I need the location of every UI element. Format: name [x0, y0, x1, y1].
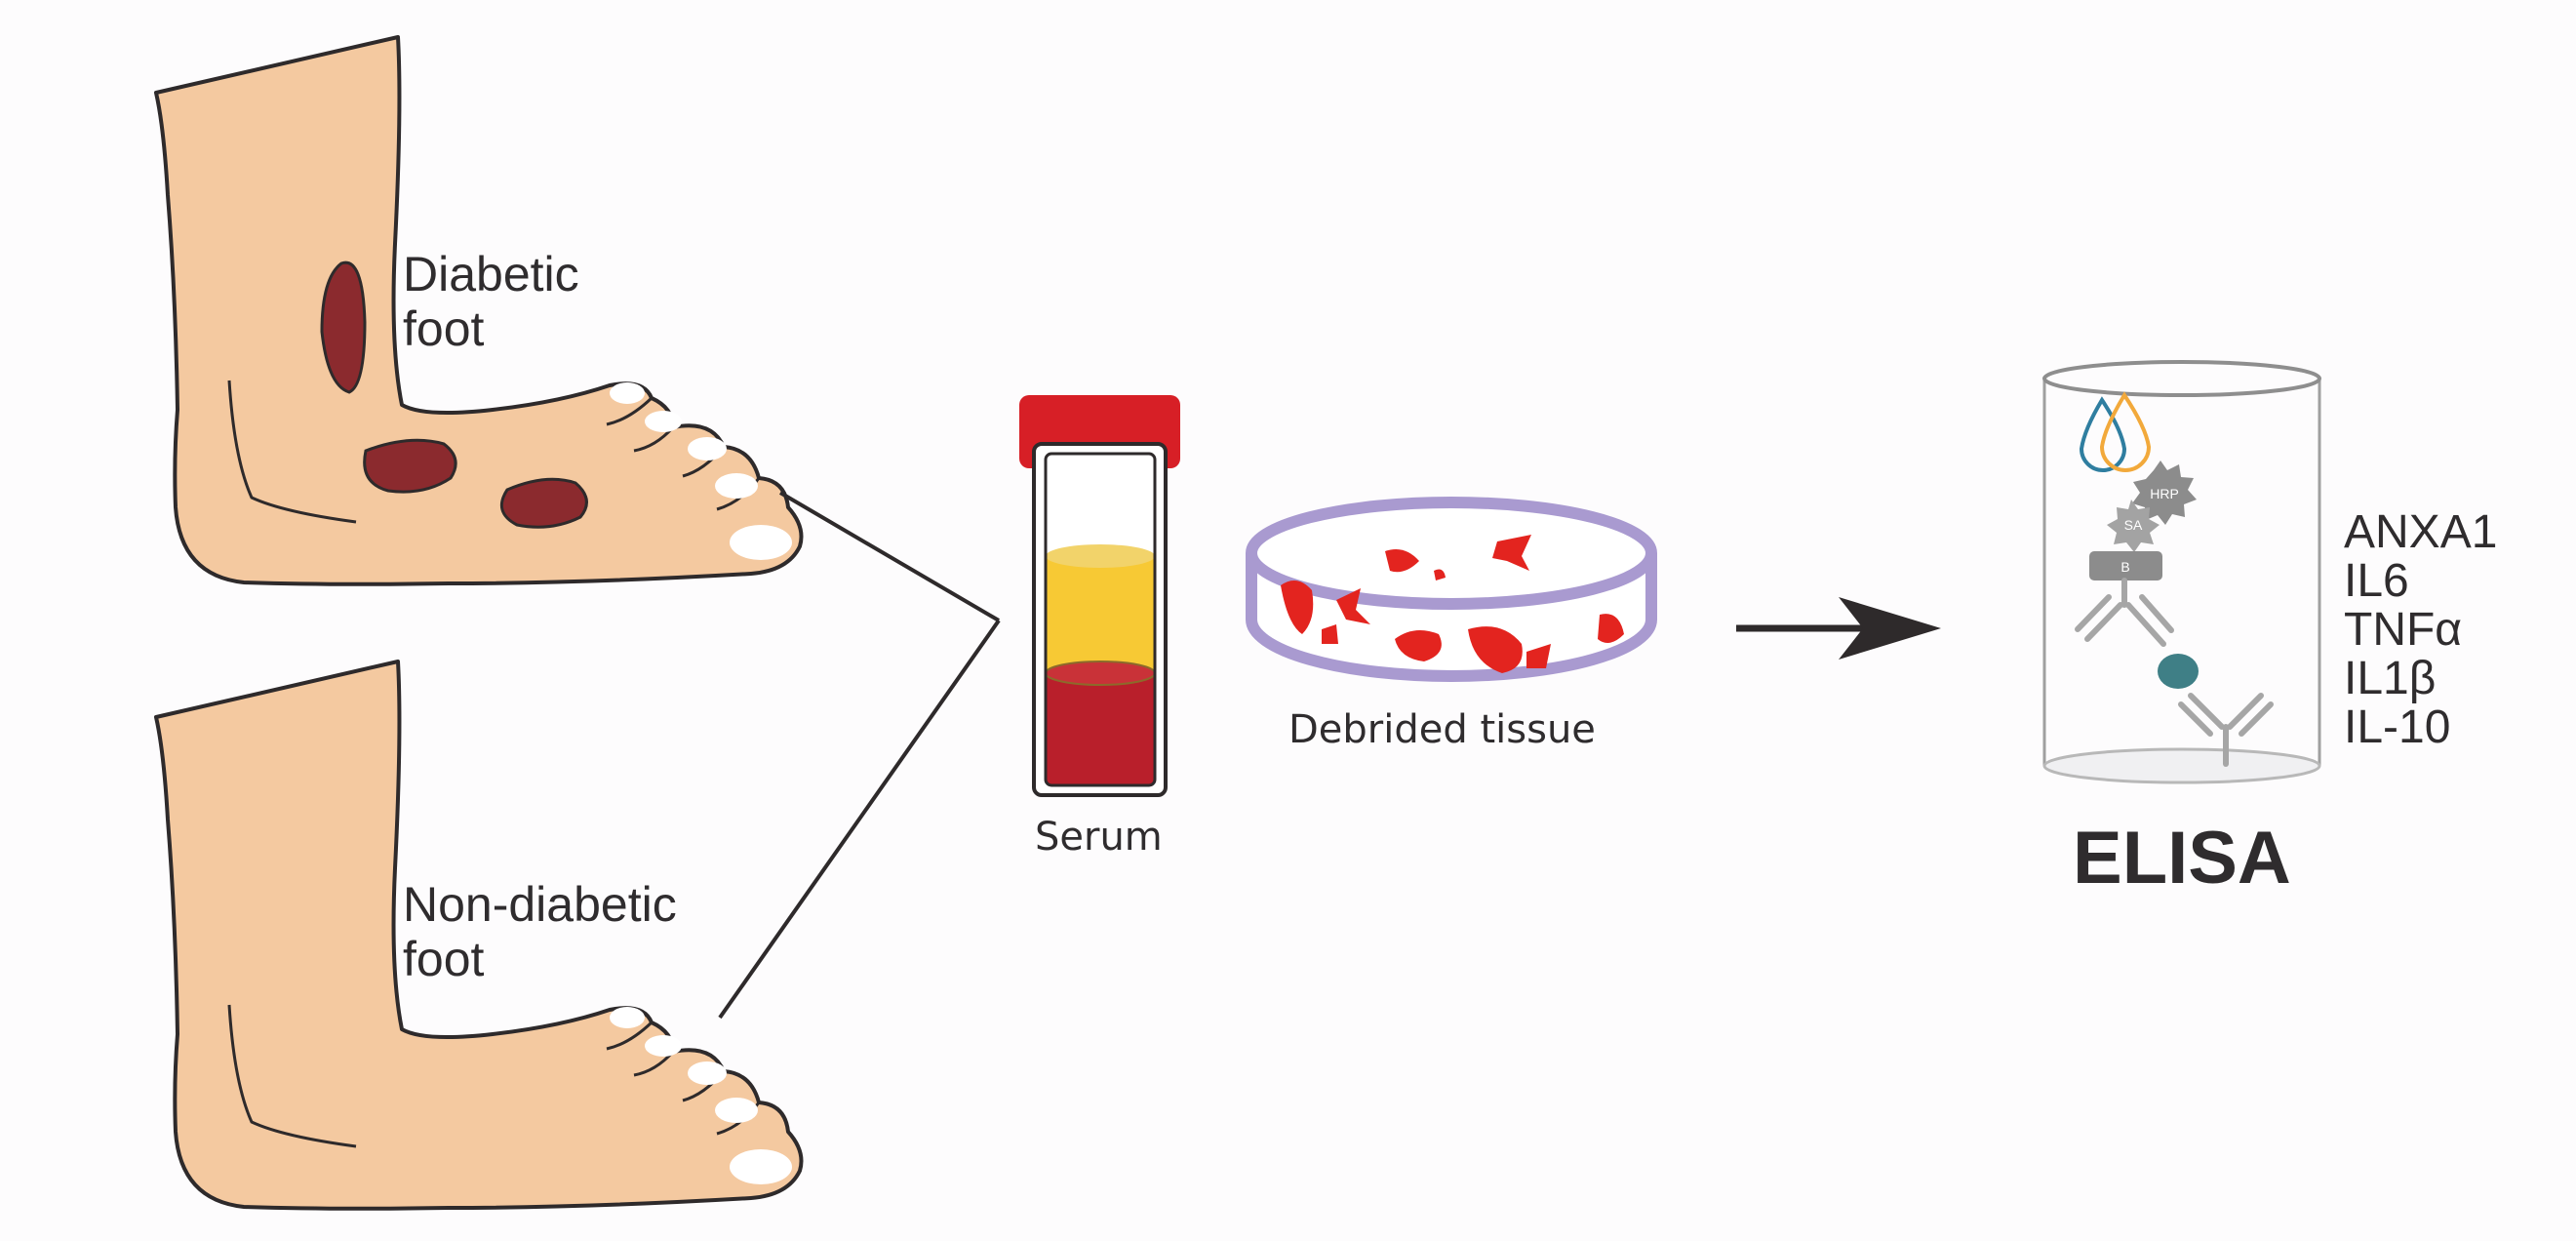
elisa-well-illustration: HRP SA B	[2042, 360, 2321, 784]
biotin-label-icon: B	[2089, 551, 2162, 580]
serum-label: Serum	[1035, 815, 1163, 860]
streptavidin-icon: SA	[2107, 500, 2160, 552]
marker-list: ANXA1 IL6 TNFα IL1β IL-10	[2344, 509, 2497, 753]
connector-line-upper	[778, 491, 1001, 622]
marker-item: IL-10	[2344, 701, 2451, 753]
substrate-drop-orange-icon	[2099, 391, 2152, 472]
non-diabetic-foot-label-line-2: foot	[403, 932, 485, 986]
non-diabetic-foot-label-line-1: Non-diabetic	[403, 877, 677, 932]
non-diabetic-foot-label: Non-diabetic foot	[403, 880, 677, 983]
ulcer-heel	[363, 438, 457, 494]
diabetic-foot-label: Diabetic foot	[403, 250, 579, 353]
substrate-drop-blue-icon	[2079, 396, 2127, 472]
connector-line-lower	[718, 619, 1001, 1020]
diabetic-foot-label-line-1: Diabetic	[403, 247, 579, 301]
petri-dish-illustration	[1246, 497, 1657, 682]
diabetic-foot-illustration	[154, 35, 804, 586]
svg-text:HRP: HRP	[2150, 486, 2179, 501]
ulcer-ankle	[320, 260, 367, 394]
antigen-icon	[2158, 654, 2199, 689]
serum-tube-illustration	[1019, 395, 1180, 797]
debrided-tissue-label: Debrided tissue	[1288, 707, 1596, 752]
ulcer-sole	[499, 477, 588, 529]
process-arrow	[1736, 597, 1941, 660]
detection-antibody-icon	[2075, 578, 2174, 647]
marker-item: TNFα	[2344, 604, 2463, 656]
svg-text:B: B	[2120, 559, 2129, 575]
diabetic-foot-label-line-2: foot	[403, 301, 485, 356]
elisa-label: ELISA	[2073, 817, 2291, 900]
marker-item: IL1β	[2344, 653, 2437, 704]
svg-text:SA: SA	[2124, 517, 2143, 533]
capture-antibody-icon	[2178, 693, 2274, 767]
marker-item: ANXA1	[2344, 506, 2498, 558]
marker-item: IL6	[2344, 555, 2409, 607]
